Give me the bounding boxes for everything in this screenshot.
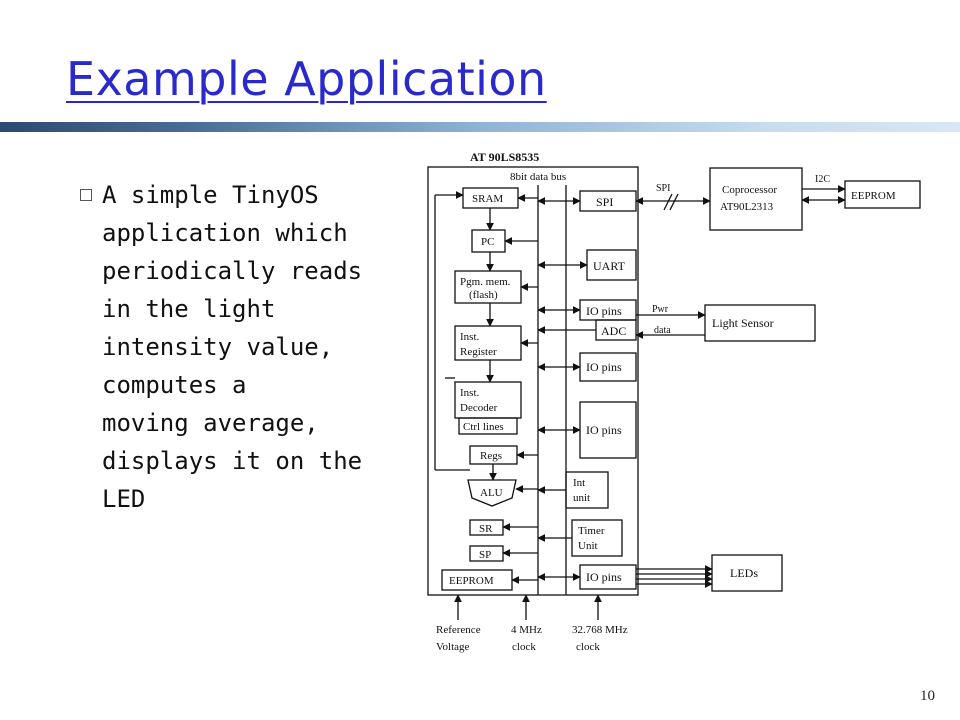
io-pins-4-label: IO pins <box>586 570 622 584</box>
slide-title: Example Application <box>66 52 547 106</box>
sr-label: SR <box>479 523 493 535</box>
regs-label: Regs <box>480 450 502 462</box>
microcontroller-block-diagram: AT 90LS8535 8bit data bus SRAM PC Pgm. m… <box>427 150 921 653</box>
inst-decoder-label-2: Decoder <box>460 402 498 414</box>
sram-label: SRAM <box>472 193 503 205</box>
eeprom-internal-label: EEPROM <box>449 575 494 587</box>
bullet-line: application which <box>102 219 348 247</box>
clock-4mhz-label: 4 MHz <box>511 624 542 636</box>
sp-label: SP <box>479 549 491 561</box>
adc-label: ADC <box>601 324 626 338</box>
clock-32khz-label-2: clock <box>576 641 600 653</box>
pc-label: PC <box>481 236 494 248</box>
light-sensor-block <box>704 304 816 342</box>
page-number: 10 <box>920 688 935 704</box>
bullet-line: intensity value, <box>102 333 334 361</box>
leds-label: LEDs <box>730 566 758 580</box>
bullet-line: LED <box>102 485 146 513</box>
timer-unit-label: Timer <box>578 525 605 537</box>
chip-label: AT 90LS8535 <box>470 150 539 164</box>
pwr-signal-label: Pwr <box>652 304 669 315</box>
pgm-mem-label: Pgm. mem. <box>460 276 511 288</box>
light-sensor-label: Light Sensor <box>712 316 774 330</box>
bullet-line: displays it on the <box>102 447 363 475</box>
bullet-line: in the light <box>102 295 276 323</box>
int-unit-label-2: unit <box>573 492 590 504</box>
clock-4mhz-label-2: clock <box>512 641 536 653</box>
ctrl-lines-label: Ctrl lines <box>463 421 504 433</box>
io-pins-1-label: IO pins <box>586 304 622 318</box>
bus-label: 8bit data bus <box>510 171 566 183</box>
bullet-text: A simple TinyOS application which period… <box>102 176 412 518</box>
bullet-line: moving average, <box>102 409 319 437</box>
title-divider-bar <box>0 122 960 132</box>
spi-signal-label: SPI <box>656 183 670 194</box>
uart-label: UART <box>593 259 626 273</box>
alu-block <box>467 479 517 507</box>
coprocessor-block <box>709 167 803 231</box>
timer-unit-label-2: Unit <box>578 540 598 552</box>
int-unit-label: Int <box>573 477 585 489</box>
external-eeprom-label: EEPROM <box>851 190 896 202</box>
reference-voltage-label-2: Voltage <box>436 641 470 653</box>
data-signal-label: data <box>654 325 671 336</box>
external-eeprom-block <box>844 180 921 209</box>
chip-outline <box>427 166 639 596</box>
pgm-mem-label-2: (flash) <box>469 289 498 301</box>
clock-32khz-label: 32.768 MHz <box>572 624 628 636</box>
io-pins-2-label: IO pins <box>586 360 622 374</box>
inst-decoder-label: Inst. <box>460 387 480 399</box>
coprocessor-label-2: AT90L2313 <box>720 201 774 213</box>
bullet-line: computes a <box>102 371 247 399</box>
inst-register-label-2: Register <box>460 346 497 358</box>
coprocessor-label: Coprocessor <box>722 184 777 196</box>
inst-register-label: Inst. <box>460 331 480 343</box>
io-pins-3-label: IO pins <box>586 423 622 437</box>
spi-label: SPI <box>596 195 613 209</box>
i2c-signal-label: I2C <box>815 174 830 185</box>
alu-label: ALU <box>480 487 503 499</box>
reference-voltage-label: Reference <box>436 624 481 636</box>
bullet-line: periodically reads <box>102 257 363 285</box>
ctrl-lines-block <box>458 417 518 435</box>
bullet-line: A simple TinyOS <box>102 181 319 209</box>
bullet-square-icon <box>80 189 92 201</box>
